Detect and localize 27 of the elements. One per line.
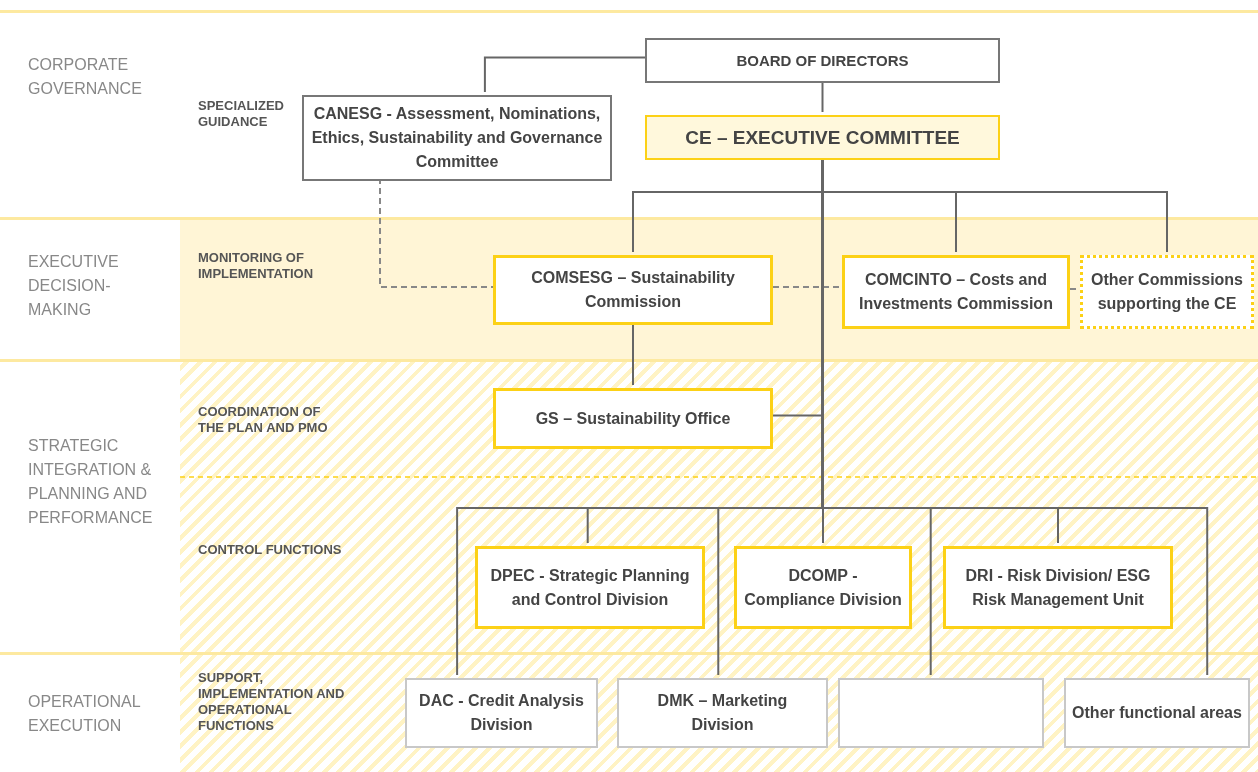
org-box: DMK – Marketing Division [617, 678, 828, 748]
row-label: COORDINATION OF THE PLAN AND PMO [198, 404, 329, 436]
row-label: CONTROL FUNCTIONS [198, 542, 343, 558]
layer-band [0, 359, 1258, 652]
org-box: CE – EXECUTIVE COMMITTEE [645, 115, 1000, 160]
org-box: DRI - Risk Division/ ESG Risk Management Unit [943, 546, 1173, 629]
layer-label: OPERATIONAL EXECUTION [28, 692, 142, 736]
org-box: Other Commissions supporting the CE [1080, 255, 1254, 329]
org-box: DCOMP - Compliance Division [734, 546, 912, 629]
layer-label: EXECUTIVE DECISION-MAKING [28, 252, 120, 320]
row-label: MONITORING OF IMPLEMENTATION [198, 250, 315, 282]
org-box: BOARD OF DIRECTORS [645, 38, 1000, 83]
row-label: SPECIALIZED GUIDANCE [198, 98, 285, 130]
row-label: SUPPORT, IMPLEMENTATION AND OPERATIONAL FUNCTIONS [198, 670, 346, 734]
layer-label: STRATEGIC INTEGRATION & PLANNING AND PERFORMANCE [28, 436, 154, 528]
layer-label: CORPORATE GOVERNANCE [28, 55, 143, 99]
layer-band [0, 652, 1258, 772]
org-box: DPEC - Strategic Planning and Control Division [475, 546, 705, 629]
org-box: DAC - Credit Analysis Division [405, 678, 598, 748]
layer-band [0, 217, 1258, 359]
org-box: COMSESG – Sustainability Commission [493, 255, 773, 325]
org-box: Other functional areas [1064, 678, 1250, 748]
org-box: COMCINTO – Costs and Investments Commission [842, 255, 1070, 329]
org-box: GS – Sustainability Office [493, 388, 773, 449]
org-box [838, 678, 1044, 748]
connector-line [483, 56, 646, 93]
org-box: CANESG - Assessment, Nominations, Ethics, Sustainability and Governance Committee [302, 95, 612, 181]
